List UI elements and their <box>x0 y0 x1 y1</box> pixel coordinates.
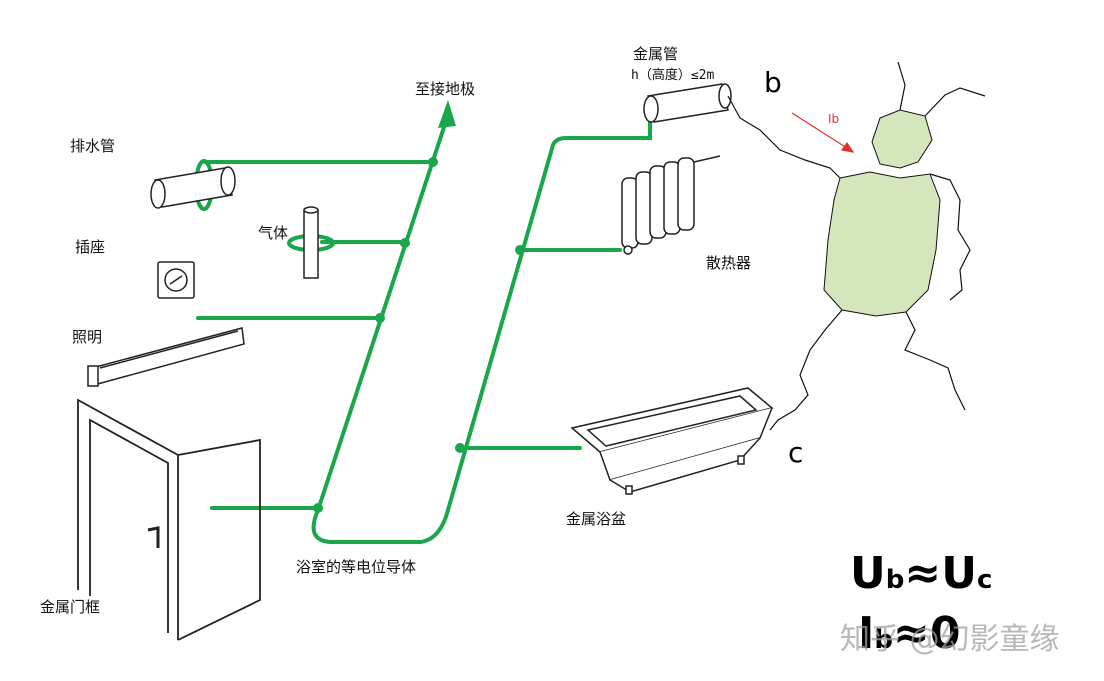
equipotential-conductor <box>194 100 652 544</box>
junction-dot <box>375 313 385 323</box>
junction-dot <box>313 503 323 513</box>
watermark: 知乎 @幻影童缘 <box>840 622 1060 657</box>
junction-dot <box>515 245 525 255</box>
metal-pipe-icon <box>643 83 732 123</box>
ground-arrow-icon <box>438 100 456 128</box>
current-formula: Ib≈0 <box>858 608 961 659</box>
bathtub-icon <box>570 387 774 495</box>
socket-icon <box>157 261 195 299</box>
point-c-label: c <box>788 436 804 469</box>
drain-label: 排水管 <box>70 137 116 155</box>
bottom-loop <box>311 508 450 544</box>
pipe-height-label: h（高度）≤2m <box>631 68 715 83</box>
junction-dot <box>428 157 438 167</box>
ground-label: 至接地极 <box>415 80 476 98</box>
current-label: Ib <box>828 112 840 126</box>
main-bonding-line <box>316 113 450 512</box>
gas-label: 气体 <box>258 224 289 242</box>
second-bonding-line <box>446 118 652 512</box>
point-b-label: b <box>764 66 782 99</box>
metal-pipe-label: 金属管 <box>633 45 679 63</box>
radiator-label: 散热器 <box>706 254 752 272</box>
lighting-label: 照明 <box>72 328 103 346</box>
radiator-icon <box>621 155 721 255</box>
door-frame-icon <box>77 398 261 641</box>
junction-dot <box>455 443 465 453</box>
body-path-wires <box>727 61 986 431</box>
door-label: 金属门框 <box>40 598 101 616</box>
junction-dot <box>400 238 410 248</box>
socket-label: 插座 <box>75 238 106 256</box>
current-arrow <box>791 112 855 153</box>
gas-pipe-icon <box>303 206 319 279</box>
voltage-formula: Ub≈Uc <box>850 548 993 599</box>
conductor-label: 浴室的等电位导体 <box>296 558 417 576</box>
person-shape <box>823 109 941 317</box>
light-fixture-icon <box>87 327 245 387</box>
drain-pipe-icon <box>150 166 236 209</box>
bathtub-label: 金属浴盆 <box>566 510 627 528</box>
junction-dots <box>313 157 525 513</box>
